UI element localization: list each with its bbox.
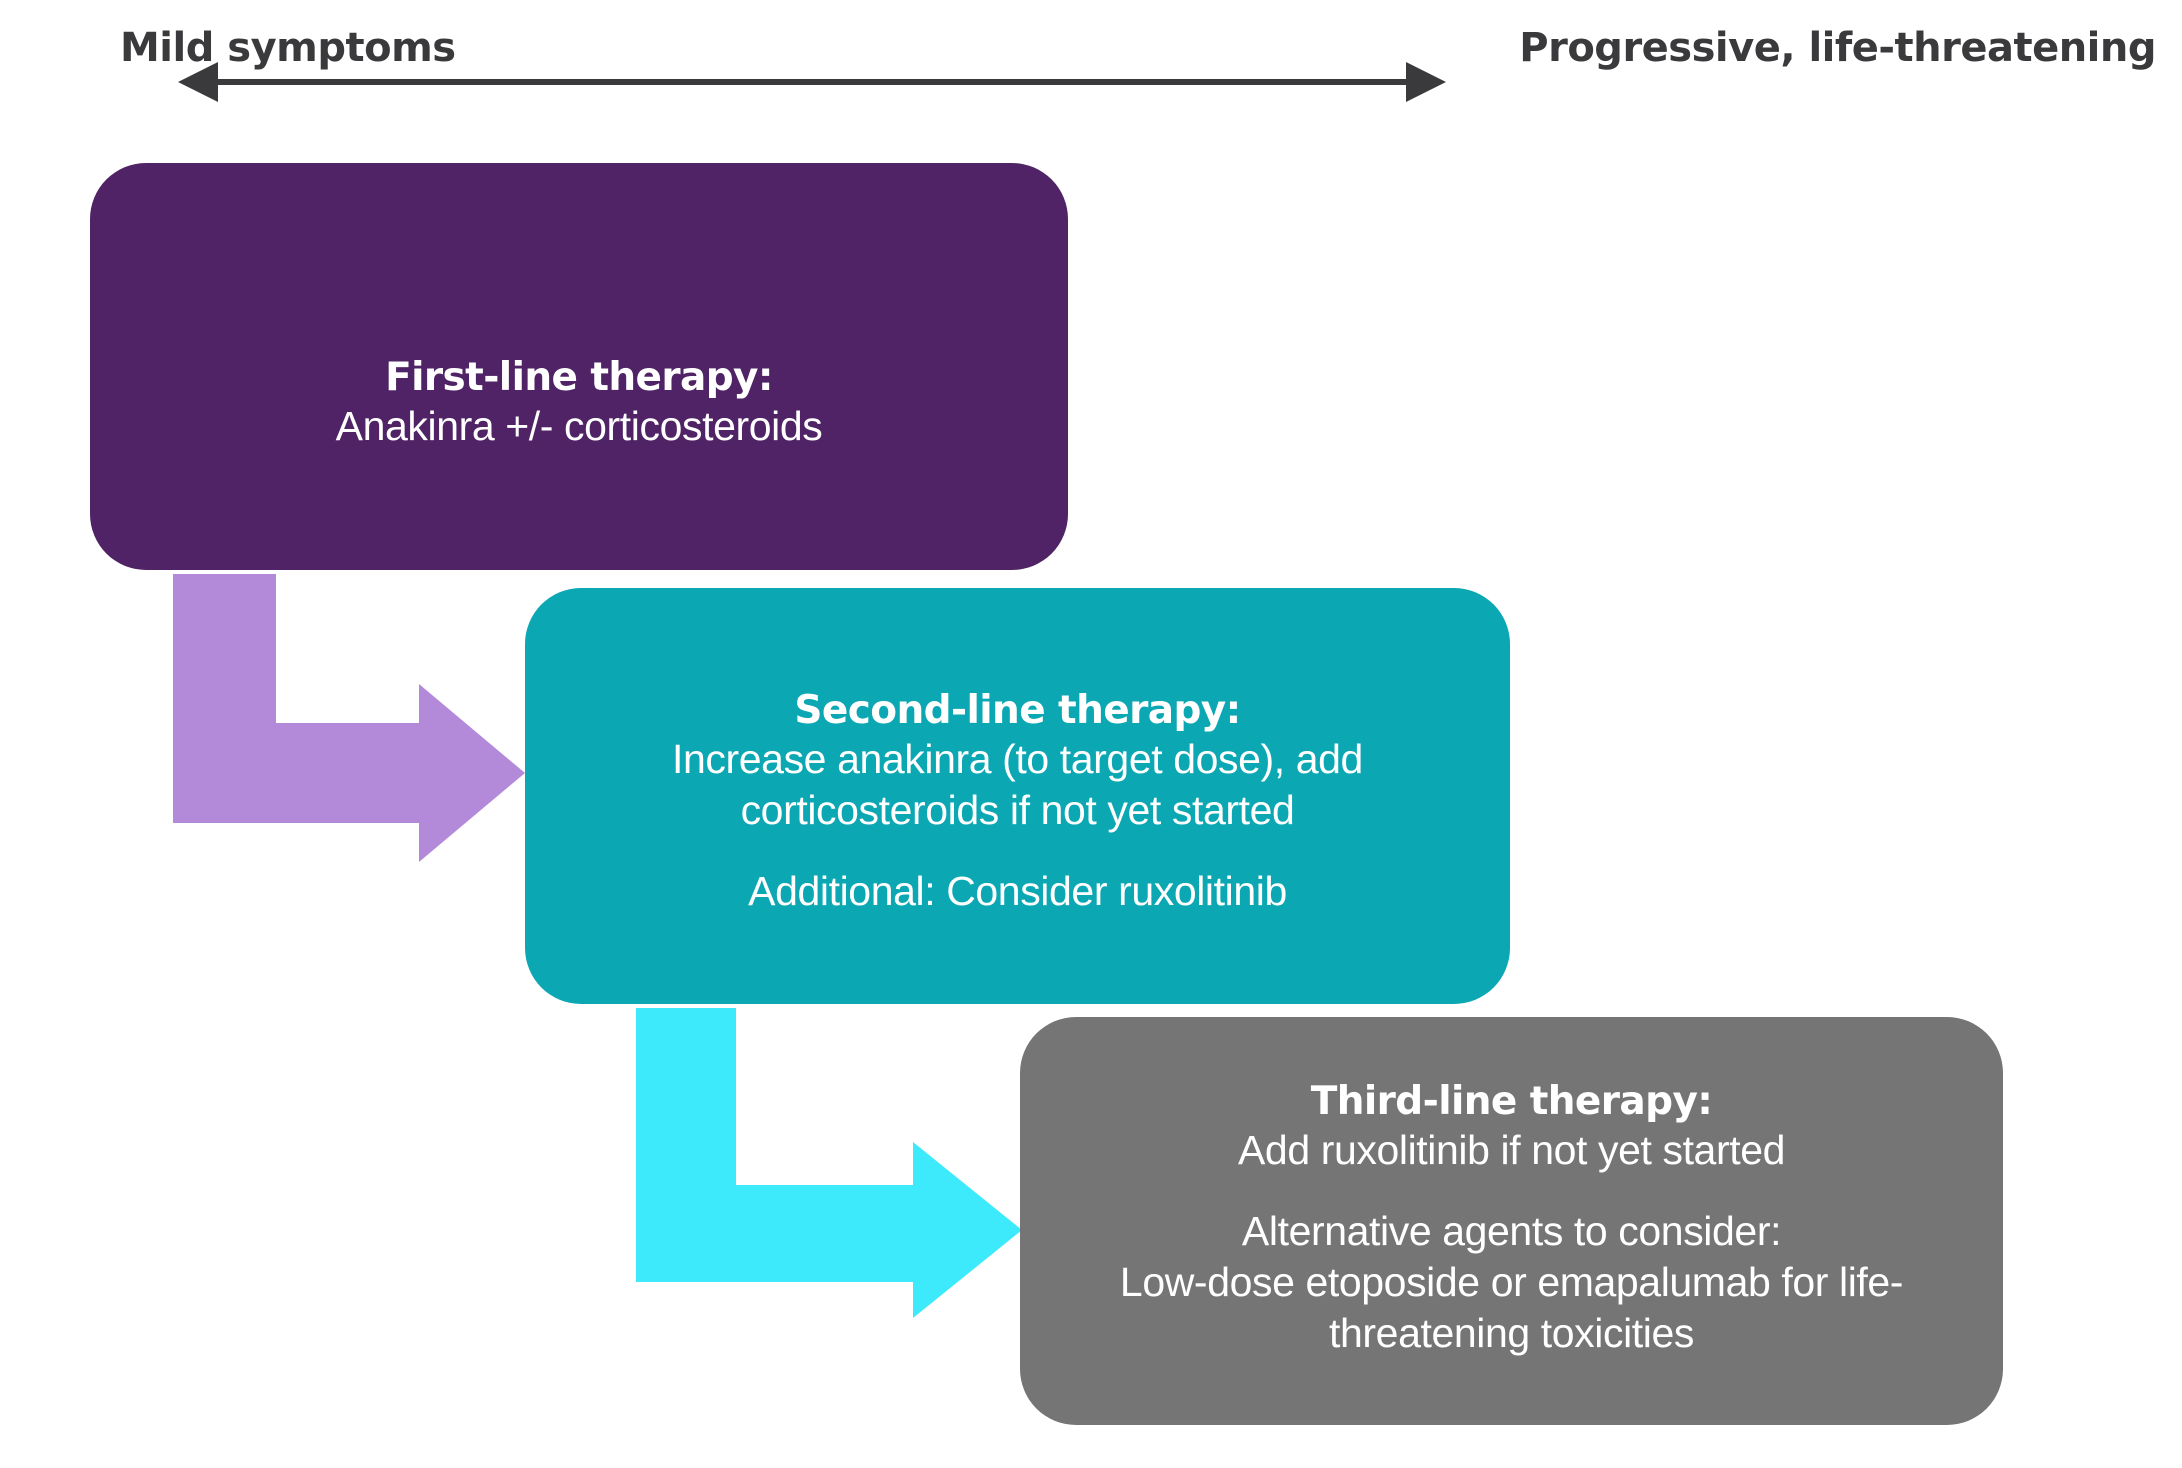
third-line-alt-heading: Alternative agents to consider: xyxy=(1241,1207,1782,1254)
third-line-primary: Third-line therapy: Add ruxolitinib if n… xyxy=(1238,1079,1785,1176)
third-line-therapy-box: Third-line therapy: Add ruxolitinib if n… xyxy=(1020,1017,2003,1425)
second-line-heading: Second-line therapy: xyxy=(794,688,1241,733)
severity-scale-left-label: Mild symptoms xyxy=(120,25,456,71)
first-line-content: First-line therapy: Anakinra +/- cortico… xyxy=(336,355,823,452)
third-line-detail-1: Add ruxolitinib if not yet started xyxy=(1237,1127,1786,1174)
second-line-detail-1: Increase anakinra (to target dose), add xyxy=(672,736,1363,783)
second-line-primary: Second-line therapy: Increase anakinra (… xyxy=(672,688,1363,836)
second-line-therapy-box: Second-line therapy: Increase anakinra (… xyxy=(525,588,1510,1004)
third-line-alt-detail-1: Low-dose etoposide or emapalumab for lif… xyxy=(1119,1258,1904,1305)
severity-scale-right-label: Progressive, life-threatening xyxy=(1519,25,2156,71)
third-line-alt-detail-2: threatening toxicities xyxy=(1329,1309,1694,1356)
second-line-additional: Additional: Consider ruxolitinib xyxy=(748,866,1287,917)
first-line-detail-1: Anakinra +/- corticosteroids xyxy=(335,403,823,450)
third-line-heading: Third-line therapy: xyxy=(1310,1079,1713,1124)
second-line-additional-text: Additional: Consider ruxolitinib xyxy=(748,867,1287,914)
first-line-heading: First-line therapy: xyxy=(385,355,773,401)
elbow-arrow-second-to-third-icon xyxy=(636,1008,1022,1318)
third-line-alternatives: Alternative agents to consider: Low-dose… xyxy=(1119,1206,1904,1358)
second-line-detail-2: corticosteroids if not yet started xyxy=(740,786,1295,833)
double-headed-arrow-icon xyxy=(178,62,1446,102)
first-line-therapy-box: First-line therapy: Anakinra +/- cortico… xyxy=(90,163,1068,570)
elbow-arrow-first-to-second-icon xyxy=(173,574,525,862)
